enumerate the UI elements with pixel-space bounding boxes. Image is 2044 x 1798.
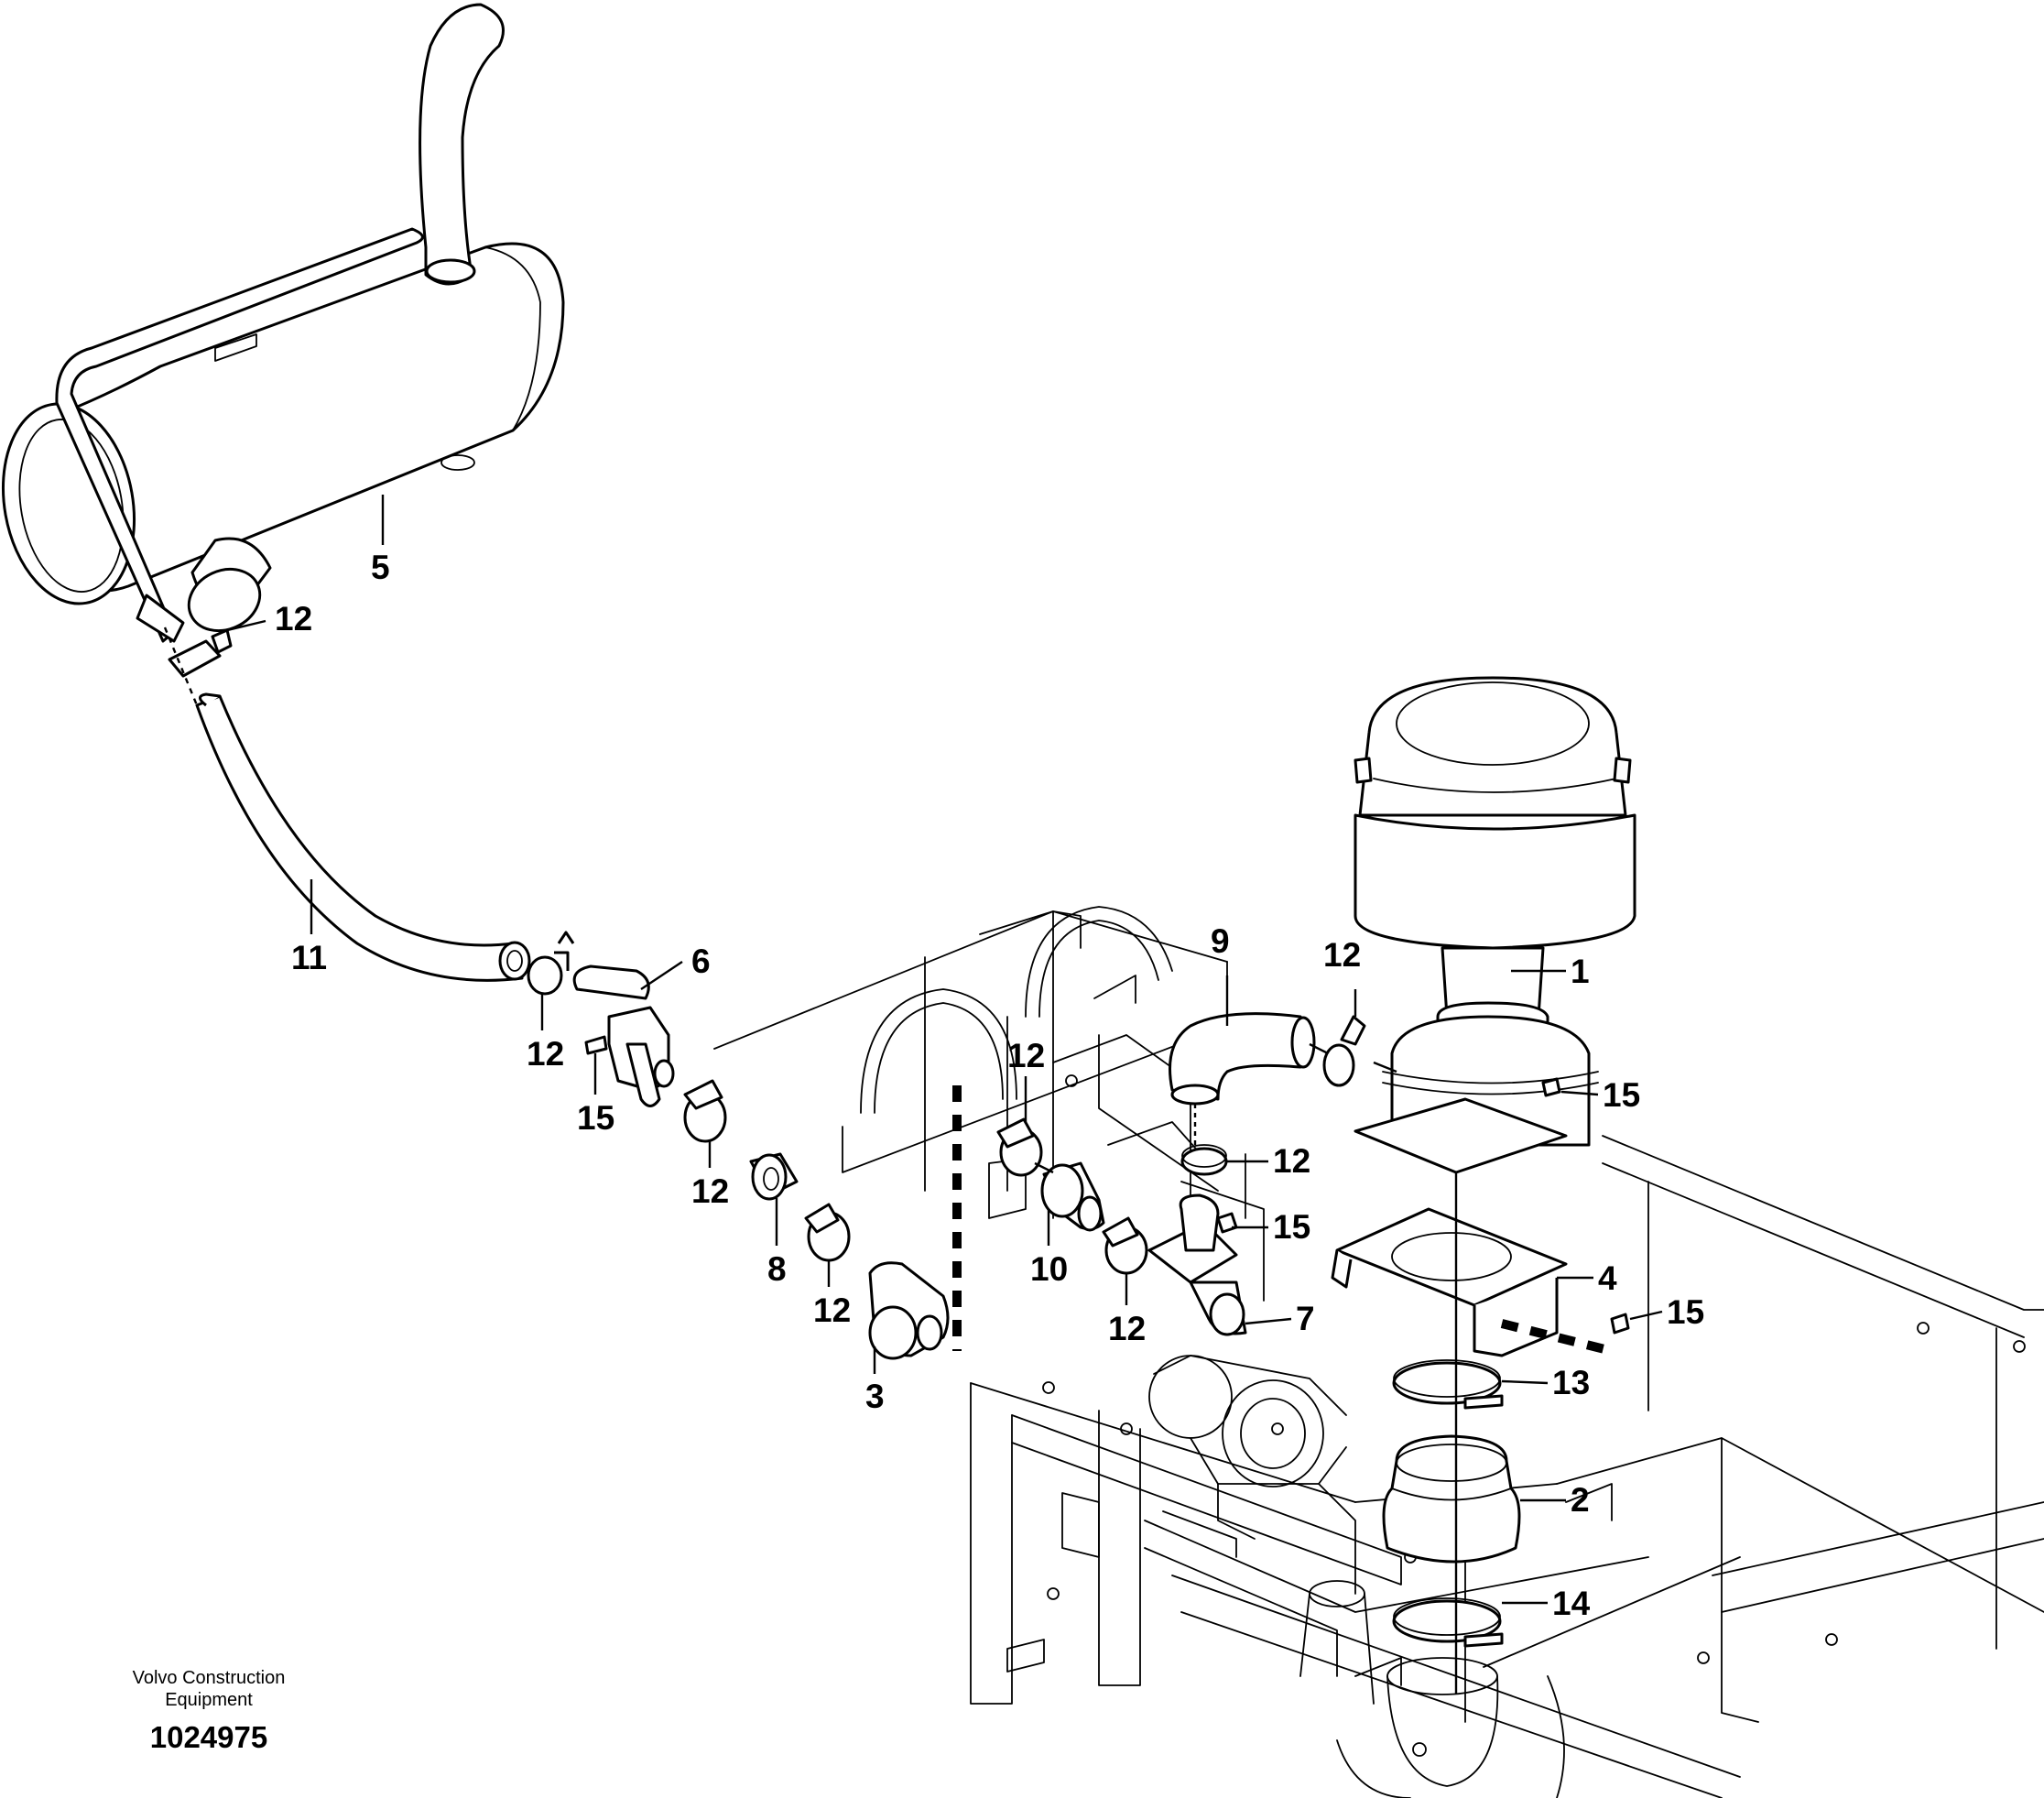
- bolt-near-bracket: [584, 1035, 608, 1055]
- short-hose: [1040, 1161, 1105, 1232]
- callout-labels: 1 2 3 4 5 6 7 8 9 10 11 12 12 12 12 12 1…: [275, 549, 1704, 1622]
- callout-12e: 12: [1007, 1037, 1045, 1074]
- clamp-sixth: [1180, 1144, 1228, 1176]
- callout-9: 9: [1211, 922, 1230, 960]
- clamp-fourth: [996, 1117, 1043, 1177]
- clamp-near-bracket: [527, 931, 575, 996]
- turbocharger: [1148, 1355, 1565, 1798]
- callout-12f: 12: [1108, 1310, 1146, 1347]
- brand-line-1: Volvo Construction: [133, 1668, 286, 1688]
- callout-15b: 15: [1273, 1208, 1310, 1246]
- pipe-connector: [868, 1261, 950, 1360]
- exhaust-hose: [195, 692, 531, 982]
- callout-10: 10: [1030, 1250, 1068, 1288]
- callout-14: 14: [1552, 1585, 1591, 1622]
- callout-11: 11: [291, 939, 327, 976]
- clamp-seventh: [1322, 1015, 1366, 1087]
- callout-2: 2: [1571, 1481, 1590, 1519]
- muffler: [1, 3, 565, 643]
- intake-elbow-hose: [1169, 1012, 1316, 1106]
- callout-12g: 12: [1273, 1142, 1310, 1180]
- bolt-near-elbow: [1216, 1212, 1238, 1234]
- rubber-sleeve: [749, 1152, 799, 1201]
- callout-15a: 15: [577, 1099, 614, 1137]
- callout-13: 13: [1552, 1364, 1590, 1401]
- callout-5: 5: [371, 549, 390, 586]
- callout-1: 1: [1571, 953, 1590, 990]
- clamp-third: [804, 1203, 851, 1262]
- callout-12a: 12: [275, 600, 312, 637]
- bolt-near-filter: [1541, 1077, 1561, 1097]
- callout-8: 8: [767, 1250, 787, 1288]
- clamp-second: [683, 1079, 727, 1143]
- clamp-ring-14: [1392, 1597, 1504, 1648]
- clamp-ring-13: [1392, 1359, 1504, 1410]
- document-number: 1024975: [150, 1720, 267, 1754]
- callout-15d: 15: [1667, 1293, 1704, 1331]
- callout-12b: 12: [527, 1035, 564, 1073]
- callout-6: 6: [691, 943, 711, 980]
- fan-shroud: [842, 906, 1265, 1302]
- rubber-connector: [1382, 1434, 1521, 1564]
- leader-lines: [219, 495, 1663, 1605]
- callout-4: 4: [1598, 1259, 1617, 1297]
- callout-12h: 12: [1323, 936, 1361, 974]
- clamp-upper-left: [168, 628, 233, 678]
- bolt-near-bracket-4: [1610, 1313, 1630, 1335]
- filter-bracket: [1331, 1207, 1614, 1357]
- brand-line-2: Equipment: [165, 1690, 253, 1710]
- exhaust-bracket: [572, 964, 675, 1107]
- clamp-fifth: [1102, 1216, 1148, 1275]
- callout-12d: 12: [813, 1291, 851, 1329]
- brand-block: Volvo Construction Equipment 1024975: [133, 1668, 286, 1754]
- air-filter: [1354, 676, 1636, 1174]
- elbow-flange: [1147, 1193, 1247, 1336]
- callout-3: 3: [865, 1378, 885, 1415]
- callout-15c: 15: [1603, 1076, 1640, 1114]
- callout-7: 7: [1296, 1300, 1315, 1337]
- callout-12c: 12: [691, 1172, 729, 1210]
